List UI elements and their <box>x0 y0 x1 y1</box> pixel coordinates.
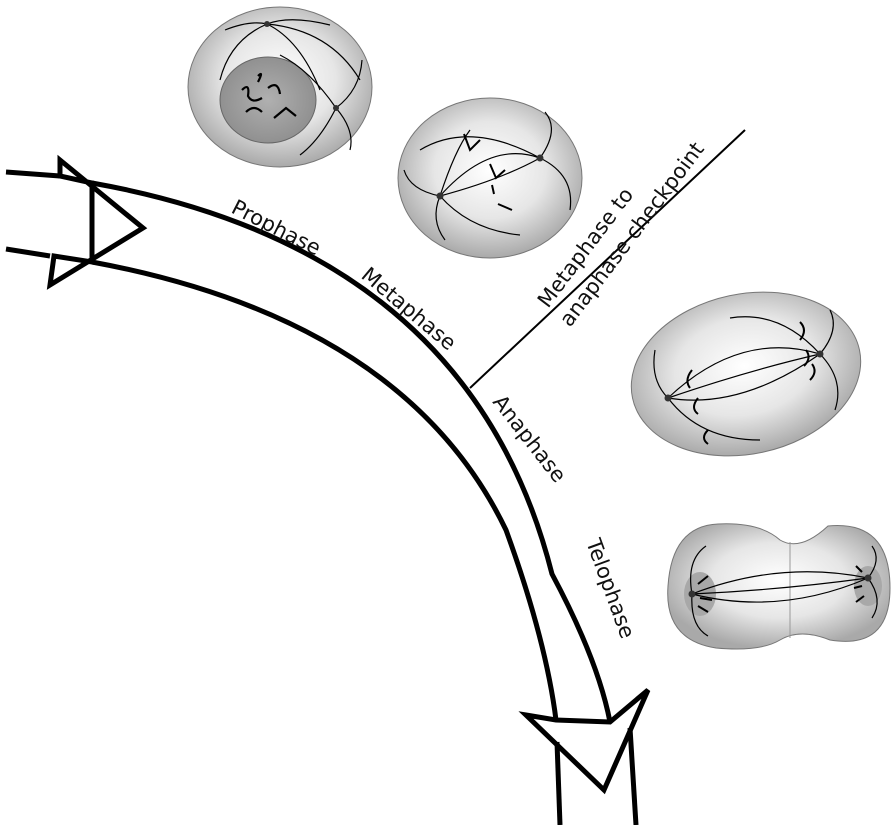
cell-prometaphase <box>398 98 582 258</box>
cell-prophase <box>188 7 372 167</box>
cell-anaphase <box>616 272 876 477</box>
arrow-tail-top <box>6 172 60 176</box>
arrow-tail-bottom <box>6 249 50 256</box>
arrow-stem-right <box>630 728 636 825</box>
arrow-tail-head <box>50 160 143 285</box>
phase-label-prophase: Prophase <box>228 195 325 260</box>
phase-label-metaphase: Metaphase <box>357 262 461 355</box>
phase-label-telophase: Telophase <box>581 535 640 642</box>
arrow-inner-edge <box>92 262 556 720</box>
arrow-stem-left <box>557 742 560 825</box>
cell-telophase <box>668 524 890 649</box>
cycle-arrow <box>6 160 648 825</box>
